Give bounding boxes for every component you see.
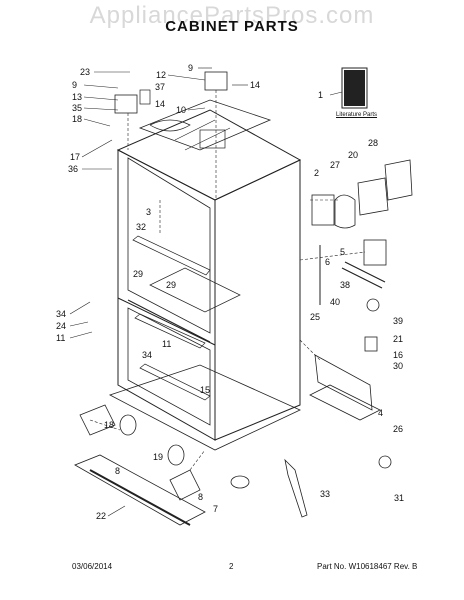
callout: 27 [330,160,340,170]
callout: 32 [136,222,146,232]
callout: 8 [198,492,203,502]
callout: 8 [115,466,120,476]
callout: 30 [393,361,403,371]
callout: 19 [153,452,163,462]
callout: 9 [72,80,77,90]
callout: 22 [96,511,106,521]
page-title: CABINET PARTS [165,18,299,35]
callout: 9 [188,63,193,73]
footer-page-number: 2 [229,562,234,571]
callout: 17 [70,152,80,162]
callout: 14 [155,99,165,109]
callout: 26 [393,424,403,434]
callout: 5 [340,247,345,257]
callout: 2 [314,168,319,178]
callout: 24 [56,321,66,331]
callout: 20 [348,150,358,160]
callout: 29 [166,280,176,290]
callout: 38 [340,280,350,290]
callout: 37 [155,82,165,92]
callout: 34 [56,309,66,319]
callout: 10 [176,105,186,115]
callout: 7 [213,504,218,514]
callout: 14 [250,80,260,90]
literature-parts-label: Literature Parts [336,112,378,118]
callout: 28 [368,138,378,148]
callout: 16 [393,350,403,360]
callout: 1 [318,90,323,100]
callout: 25 [310,312,320,322]
callout: 12 [156,70,166,80]
footer-part-info: Part No. W10618467 Rev. B [317,562,418,571]
callout: 34 [142,350,152,360]
cabinet-side [214,159,301,441]
cabinet-top [116,109,302,201]
callout: 15 [200,385,210,395]
callout: 39 [393,316,403,326]
footer-date: 03/06/2014 [72,562,113,571]
callout: 21 [393,334,403,344]
callout: 40 [330,297,340,307]
callout: 6 [325,257,330,267]
callout: 11 [56,333,65,343]
callout: 18 [104,420,114,430]
callout: 3 [146,207,151,217]
callout: 31 [394,493,404,503]
callout: 23 [80,67,90,77]
callout: 36 [68,164,78,174]
callout: 29 [133,269,143,279]
callout: 33 [320,489,330,499]
callout: 4 [378,408,383,418]
watermark: AppliancePartsPros.com [89,2,375,29]
cabinet-front-frame [117,149,216,441]
callout: 35 [72,103,82,113]
callout: 11 [162,339,171,349]
callout: 13 [72,92,82,102]
callout: 18 [72,114,82,124]
